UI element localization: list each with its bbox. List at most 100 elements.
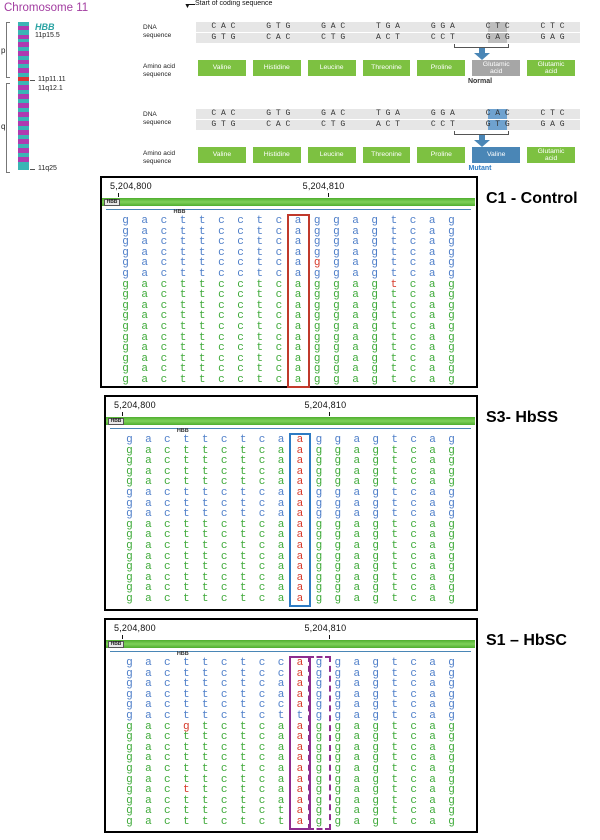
base-call: t xyxy=(256,289,264,302)
base-call: g xyxy=(448,678,455,691)
dna-codon: G G A xyxy=(430,109,455,118)
base-call: t xyxy=(239,550,247,563)
base-call: c xyxy=(275,299,283,312)
base-call: t xyxy=(182,508,190,521)
base-call: g xyxy=(315,518,323,531)
base-call: g xyxy=(372,657,380,669)
base-call: a xyxy=(296,667,304,680)
amino-acid-box: Histidine xyxy=(252,60,302,76)
base-call: t xyxy=(239,540,247,552)
base-call: t xyxy=(182,497,190,510)
mutation-highlight-box-dashed xyxy=(308,656,332,830)
base-call: c xyxy=(275,310,283,323)
base-call: c xyxy=(220,752,228,765)
base-call: t xyxy=(239,465,247,478)
base-call: c xyxy=(160,374,168,386)
base-call: c xyxy=(275,352,283,365)
base-call: a xyxy=(296,550,304,563)
base-call: g xyxy=(333,363,340,376)
base-call: a xyxy=(141,289,149,302)
base-call: a xyxy=(352,246,359,259)
dna-codon: C T C xyxy=(485,22,510,31)
band-label-p11: 11p11.11 xyxy=(38,76,66,83)
chromosome-band xyxy=(18,144,29,148)
base-call: c xyxy=(277,667,285,680)
dna-codon: C A C xyxy=(211,22,236,31)
chromosome-band xyxy=(18,68,29,73)
base-call: g xyxy=(126,784,133,797)
dna-codon: T G A xyxy=(375,22,400,31)
base-call: a xyxy=(145,699,152,712)
base-call: a xyxy=(428,246,436,259)
base-call: g xyxy=(313,236,321,249)
p-arm-bracket xyxy=(6,22,10,78)
base-call: t xyxy=(179,374,187,386)
amino-acid-box: Proline xyxy=(417,60,467,76)
base-call: c xyxy=(258,571,266,584)
chromosome-band xyxy=(18,157,29,162)
base-call: t xyxy=(239,476,247,489)
base-call: t xyxy=(256,215,264,227)
base-call: c xyxy=(164,561,171,574)
gene-track-bar xyxy=(102,198,475,206)
base-call: t xyxy=(179,363,187,376)
base-call: t xyxy=(182,434,190,446)
base-call: c xyxy=(410,434,417,446)
base-call: a xyxy=(145,688,152,701)
amino-acid-box: Threonine xyxy=(362,147,412,163)
base-call: g xyxy=(122,278,129,291)
position-tick xyxy=(327,193,329,197)
base-call: a xyxy=(145,497,152,510)
base-call: g xyxy=(334,667,342,680)
base-call: a xyxy=(429,465,436,478)
base-call: a xyxy=(145,455,152,468)
base-call: g xyxy=(126,434,133,446)
base-call: g xyxy=(126,752,133,765)
base-call: a xyxy=(294,268,302,280)
base-call: c xyxy=(258,593,266,605)
base-call: c xyxy=(218,331,225,344)
base-call: c xyxy=(220,688,228,701)
base-call: c xyxy=(218,236,225,249)
position-label-left: 5,204,800 xyxy=(114,400,156,410)
base-call: c xyxy=(410,667,417,680)
base-call: c xyxy=(258,518,266,531)
base-call: g xyxy=(122,225,129,238)
base-call: g xyxy=(448,710,455,722)
base-call: c xyxy=(410,550,417,563)
base-call: g xyxy=(126,593,133,605)
start-arrow: ▼ xyxy=(184,3,191,10)
base-call: t xyxy=(391,699,398,712)
base-call: c xyxy=(410,688,417,701)
base-call: c xyxy=(164,550,171,563)
base-call: c xyxy=(258,816,266,828)
base-call: a xyxy=(429,720,436,733)
amino-acid-box: Valine xyxy=(198,147,247,163)
base-call: g xyxy=(126,720,133,733)
base-call: a xyxy=(277,794,285,807)
base-call: g xyxy=(333,331,340,344)
base-call: g xyxy=(371,299,379,312)
base-call: c xyxy=(237,225,244,238)
base-call: t xyxy=(239,444,247,457)
base-call: g xyxy=(372,805,380,818)
base-call: a xyxy=(429,487,436,499)
base-call: a xyxy=(429,794,436,807)
arrow-down-icon xyxy=(474,140,490,147)
base-call: c xyxy=(164,487,171,499)
band-tick xyxy=(30,80,35,81)
base-call: c xyxy=(164,699,171,712)
chromosome-ideogram xyxy=(18,22,29,170)
base-call: a xyxy=(352,310,359,323)
base-call: c xyxy=(220,667,228,680)
base-call: g xyxy=(372,476,380,489)
base-call: t xyxy=(239,720,247,733)
base-call: g xyxy=(448,289,455,302)
base-call: a xyxy=(296,582,304,595)
base-call: a xyxy=(277,752,285,765)
base-call: g xyxy=(448,374,455,386)
base-call: t xyxy=(201,678,209,691)
